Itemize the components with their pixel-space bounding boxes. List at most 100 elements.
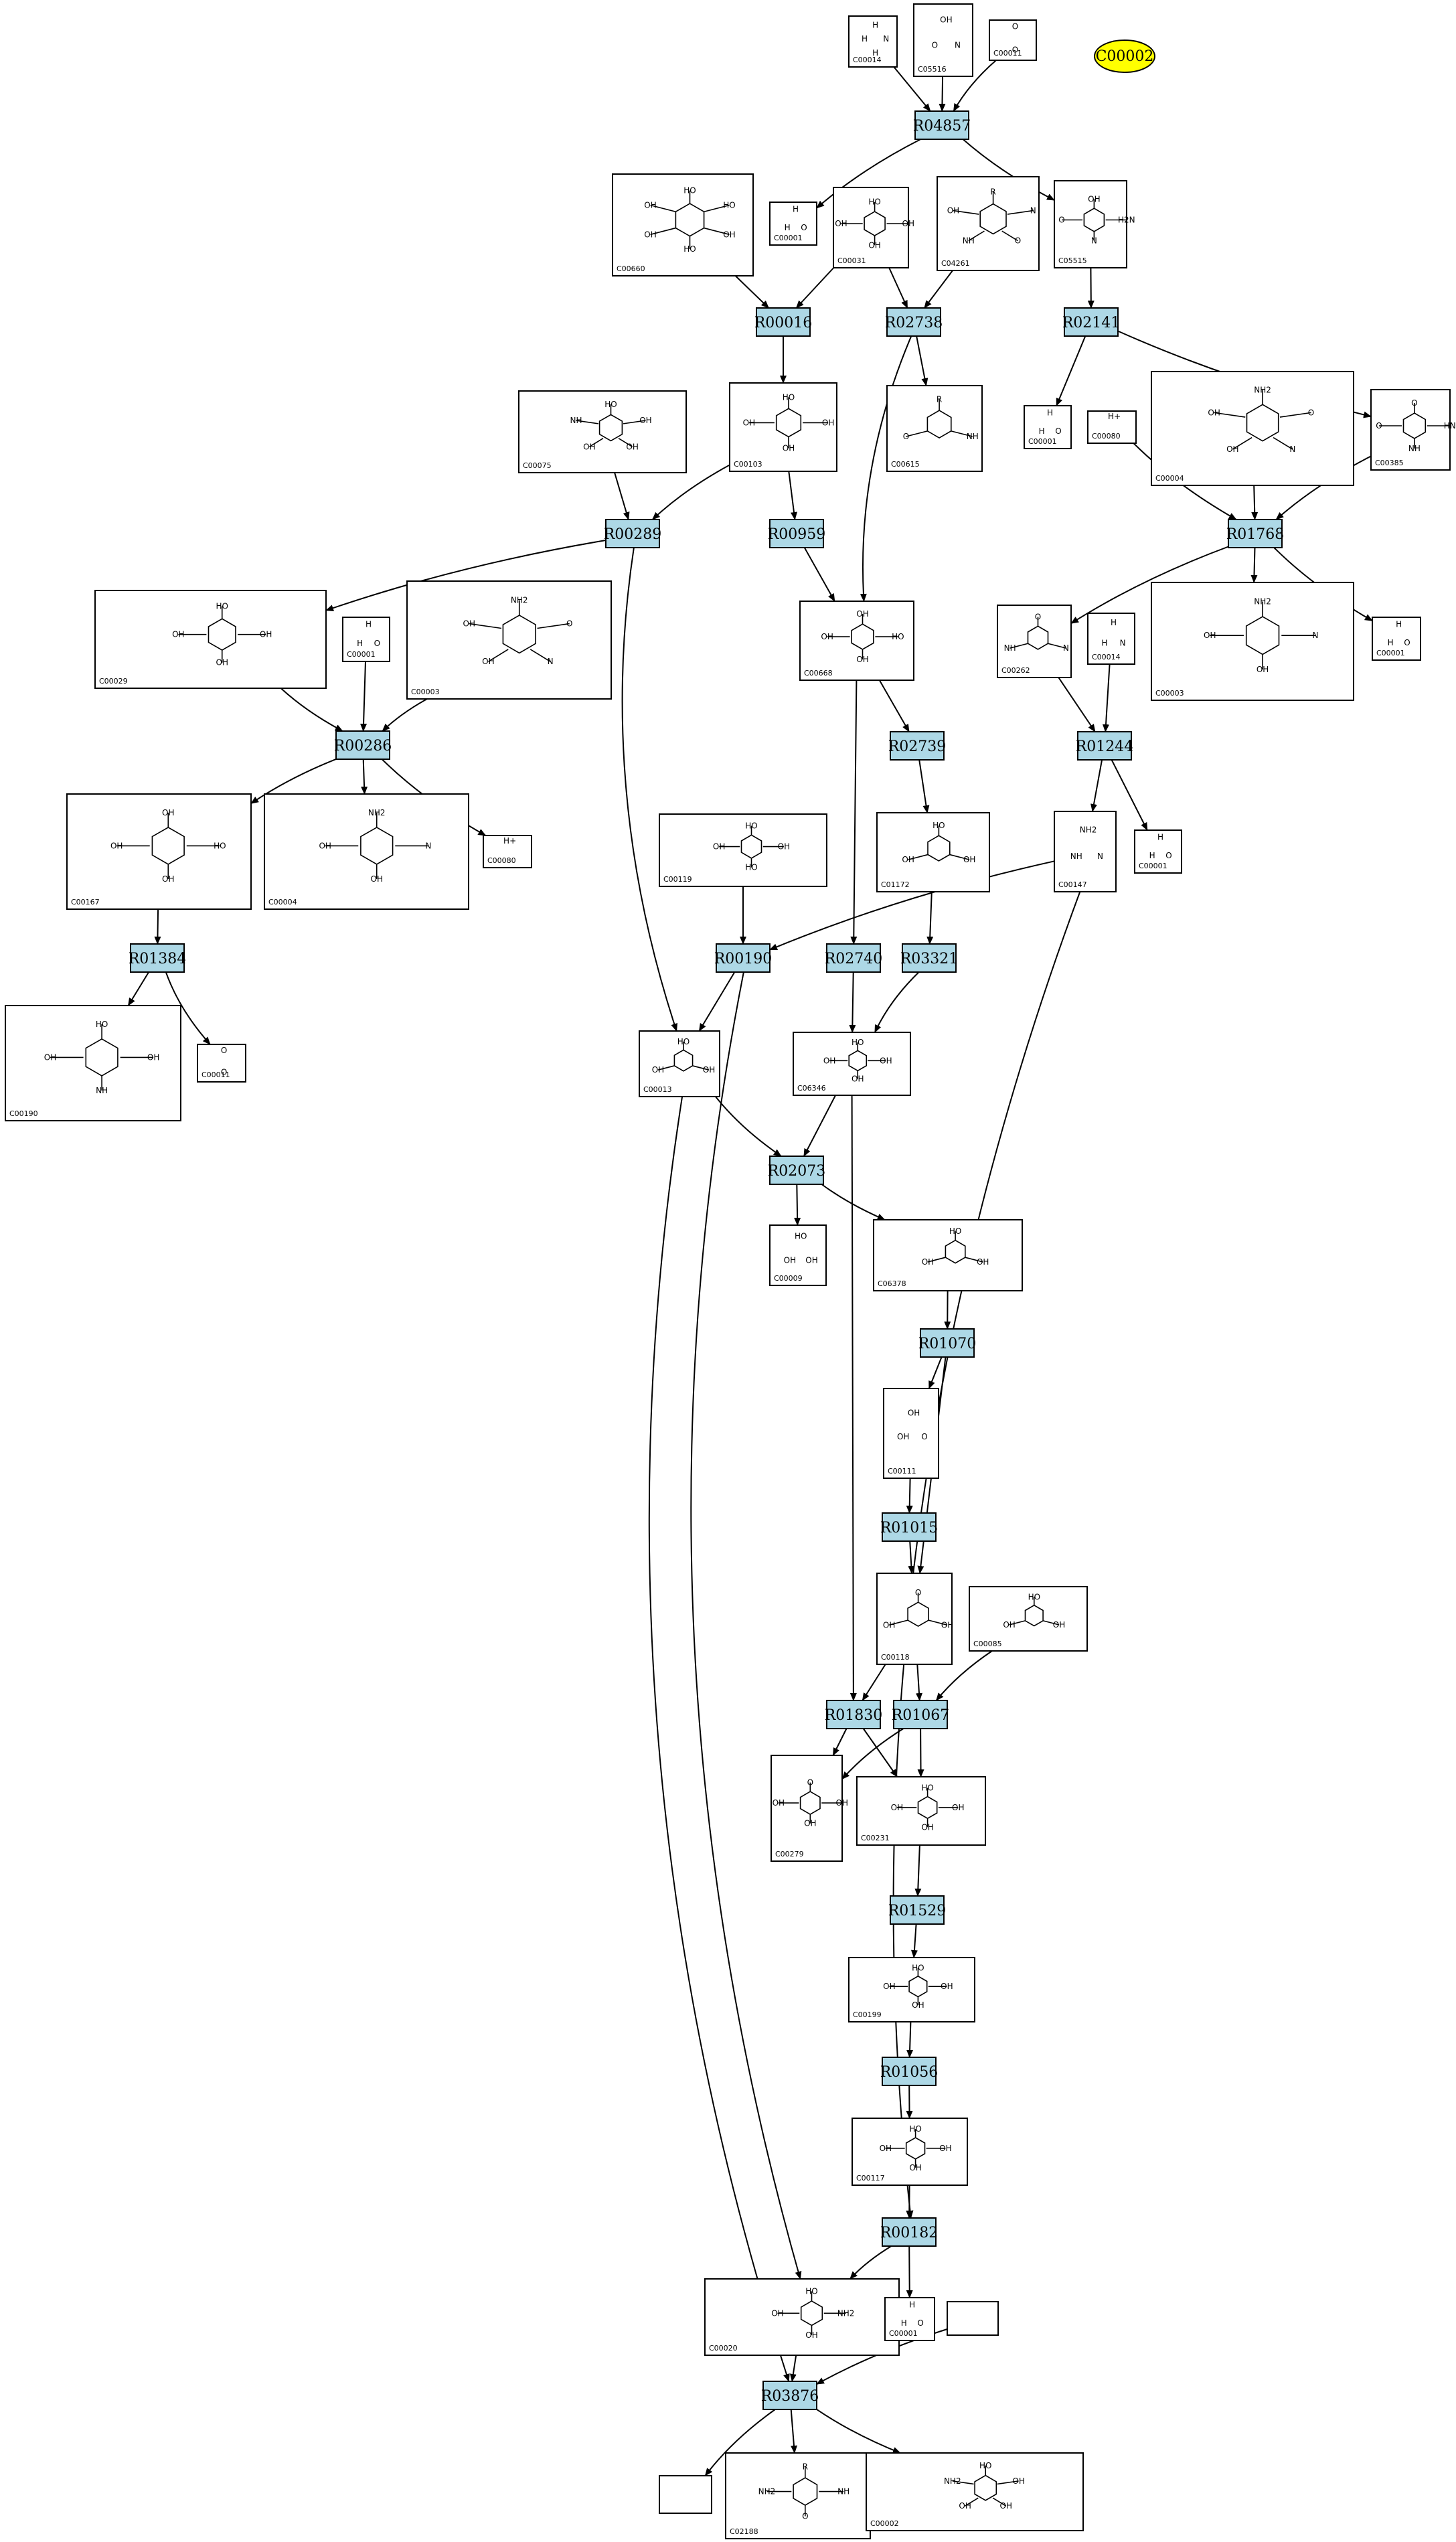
reaction-node-R01529[interactable]: R01529 [888,1895,947,1925]
reaction-node-R01015[interactable]: R01015 [880,1512,939,1542]
compound-box[interactable] [1151,582,1354,701]
compound-box[interactable] [799,601,914,681]
compound-box[interactable] [659,2475,712,2514]
reaction-node-R01067[interactable]: R01067 [892,1700,950,1729]
reaction-node-R02739[interactable]: R02739 [888,731,947,761]
compound-box[interactable] [1151,371,1354,486]
compound-box[interactable] [852,2118,968,2186]
compound-box[interactable] [1054,180,1127,268]
reaction-node-R01070[interactable]: R01070 [918,1328,977,1358]
highlighted-compound[interactable]: C00002 [1094,39,1155,73]
compound-box[interactable] [1024,405,1072,449]
compound-box[interactable] [1134,829,1182,874]
reaction-node-R03876[interactable]: R03876 [761,2381,819,2410]
compound-box[interactable] [1087,410,1137,444]
compound-box[interactable] [884,2297,935,2341]
reaction-node-R02141[interactable]: R02141 [1062,307,1121,337]
compound-box[interactable] [639,1030,720,1097]
highlight-ellipse[interactable] [1094,39,1155,73]
reaction-box[interactable] [893,1700,948,1729]
reaction-box[interactable] [882,2057,937,2086]
compound-box[interactable] [1370,389,1451,471]
reaction-node-R02740[interactable]: R02740 [825,943,883,973]
reaction-box[interactable] [826,943,881,973]
reaction-box[interactable] [890,1895,945,1925]
compound-box[interactable] [989,19,1037,61]
reaction-box[interactable] [769,519,824,548]
compound-box[interactable] [659,813,827,887]
compound-node-blank2[interactable] [947,2301,999,2336]
compound-box[interactable] [856,1776,986,1846]
reaction-box[interactable] [130,943,185,973]
compound-box[interactable] [729,382,837,472]
compound-box[interactable] [771,1755,843,1862]
compound-box[interactable] [612,173,754,276]
reaction-box[interactable] [886,307,941,337]
compound-box[interactable] [1372,617,1421,661]
compound-box[interactable] [94,590,327,689]
compound-box[interactable] [969,1586,1088,1652]
reaction-node-R01768[interactable]: R01768 [1226,519,1285,548]
compound-box[interactable] [883,1388,939,1479]
compound-box[interactable] [769,202,817,246]
compound-box[interactable] [793,1032,911,1096]
compound-node-C00080a[interactable]: H+C00080 [1087,410,1137,444]
compound-node-blank1[interactable] [659,2475,712,2514]
reaction-box[interactable] [716,943,771,973]
reaction-node-R02073[interactable]: R02073 [768,1156,826,1185]
compound-box[interactable] [66,793,252,910]
compound-box[interactable] [342,617,390,662]
reaction-box[interactable] [882,1512,937,1542]
compound-box[interactable] [197,1044,246,1083]
reaction-node-R00289[interactable]: R00289 [604,519,662,548]
reaction-box[interactable] [605,519,660,548]
reaction-node-R01830[interactable]: R01830 [825,1700,883,1729]
compound-box[interactable] [264,793,469,910]
compound-box[interactable] [876,812,990,892]
reaction-box[interactable] [769,1156,824,1185]
compound-box[interactable] [704,2278,900,2356]
reaction-node-R03321[interactable]: R03321 [900,943,959,973]
reaction-node-R00190[interactable]: R00190 [714,943,773,973]
compound-box[interactable] [876,1573,953,1665]
reaction-box[interactable] [826,1700,881,1729]
compound-box[interactable] [848,15,898,68]
compound-box[interactable] [5,1005,181,1121]
reaction-node-R00286[interactable]: R00286 [334,730,392,760]
compound-box[interactable] [725,2452,871,2539]
reaction-box[interactable] [1077,731,1132,761]
